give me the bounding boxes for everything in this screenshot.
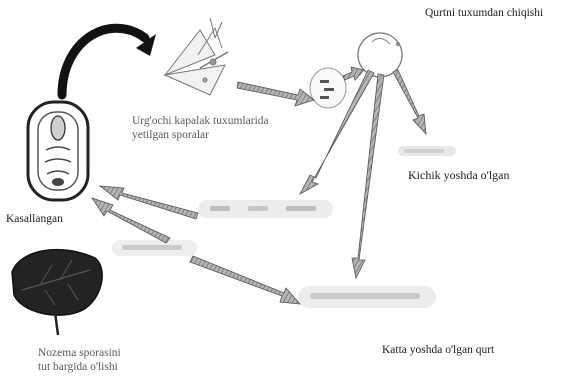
arrow-hatch-to-small-dead — [393, 70, 426, 134]
hatched-larva-icon — [358, 33, 402, 77]
label-nosema-line1: Nozema sporasini — [38, 346, 121, 360]
dead-larva-middle-smudge — [198, 200, 333, 218]
label-hatch: Qurtni tuxumdan chiqishi — [425, 6, 543, 20]
arrow-moth-to-egg — [237, 82, 314, 106]
curved-arrow-cocoon-to-moth — [62, 28, 156, 95]
arrow-hatch-to-large-dead — [352, 74, 384, 278]
egg-icon — [310, 68, 346, 108]
label-small-dead: Kichik yoshda o'lgan — [408, 168, 509, 182]
label-large-dead: Katta yoshda o'lgan qurt — [382, 343, 494, 357]
arrows — [92, 67, 426, 304]
arrow-egg-to-hatch — [343, 67, 364, 80]
label-female-spores-line2: yetilgan sporalar — [132, 128, 209, 142]
dead-larva-small-smudge — [398, 146, 456, 156]
mulberry-leaf-icon — [12, 250, 102, 335]
label-nosema-line2: tut bargida o'lishi — [38, 360, 118, 374]
cocoon-icon — [28, 102, 88, 200]
moth-icon — [165, 18, 228, 95]
label-diseased: Kasallangan — [6, 212, 63, 226]
dead-larva-large-smudge — [298, 286, 436, 308]
arrow-leaf-to-large-dead — [190, 256, 300, 304]
label-female-spores-line1: Urg'ochi kapalak tuxumlarida — [132, 114, 269, 128]
dead-larva-left-smudge — [112, 240, 197, 256]
